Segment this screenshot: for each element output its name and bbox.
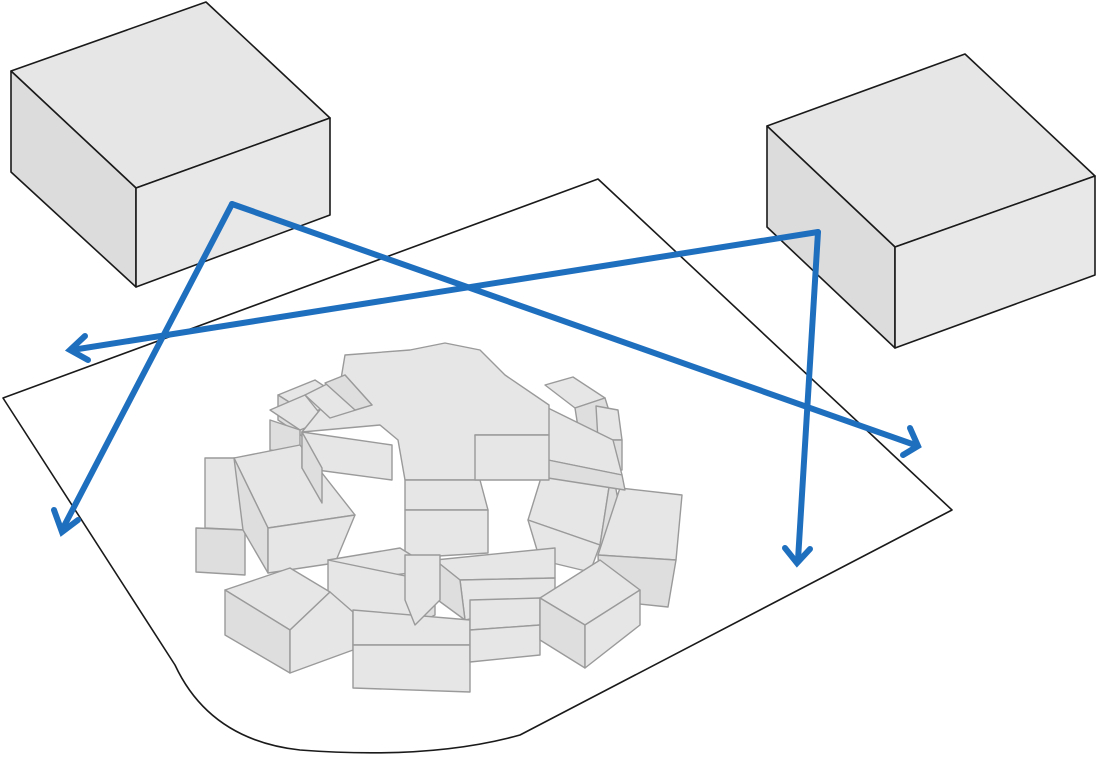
rays-group <box>51 201 922 568</box>
ray-arrowhead <box>64 333 91 363</box>
ray-left-to-pile-front <box>51 201 235 537</box>
right-camera-box <box>766 53 1096 349</box>
right-box-front-face <box>894 175 1096 349</box>
workspace-outline <box>2 178 953 754</box>
ray-arrowhead <box>51 507 81 537</box>
pile-piece <box>469 597 541 663</box>
pile-piece <box>224 567 354 674</box>
pile-piece <box>304 374 373 419</box>
pile-piece <box>352 609 471 693</box>
pile-piece <box>539 559 641 669</box>
ray-left-to-right <box>229 201 922 458</box>
ray-right-to-floor <box>782 229 821 568</box>
ray-arrowhead <box>900 425 922 458</box>
pile-piece <box>195 457 246 576</box>
left-camera-box <box>10 1 331 288</box>
pile-piece-cross <box>301 342 550 559</box>
pile-piece <box>404 554 441 626</box>
object-pile <box>195 342 683 693</box>
ray-arrowhead <box>782 545 813 568</box>
ray-right-to-left <box>64 229 821 363</box>
